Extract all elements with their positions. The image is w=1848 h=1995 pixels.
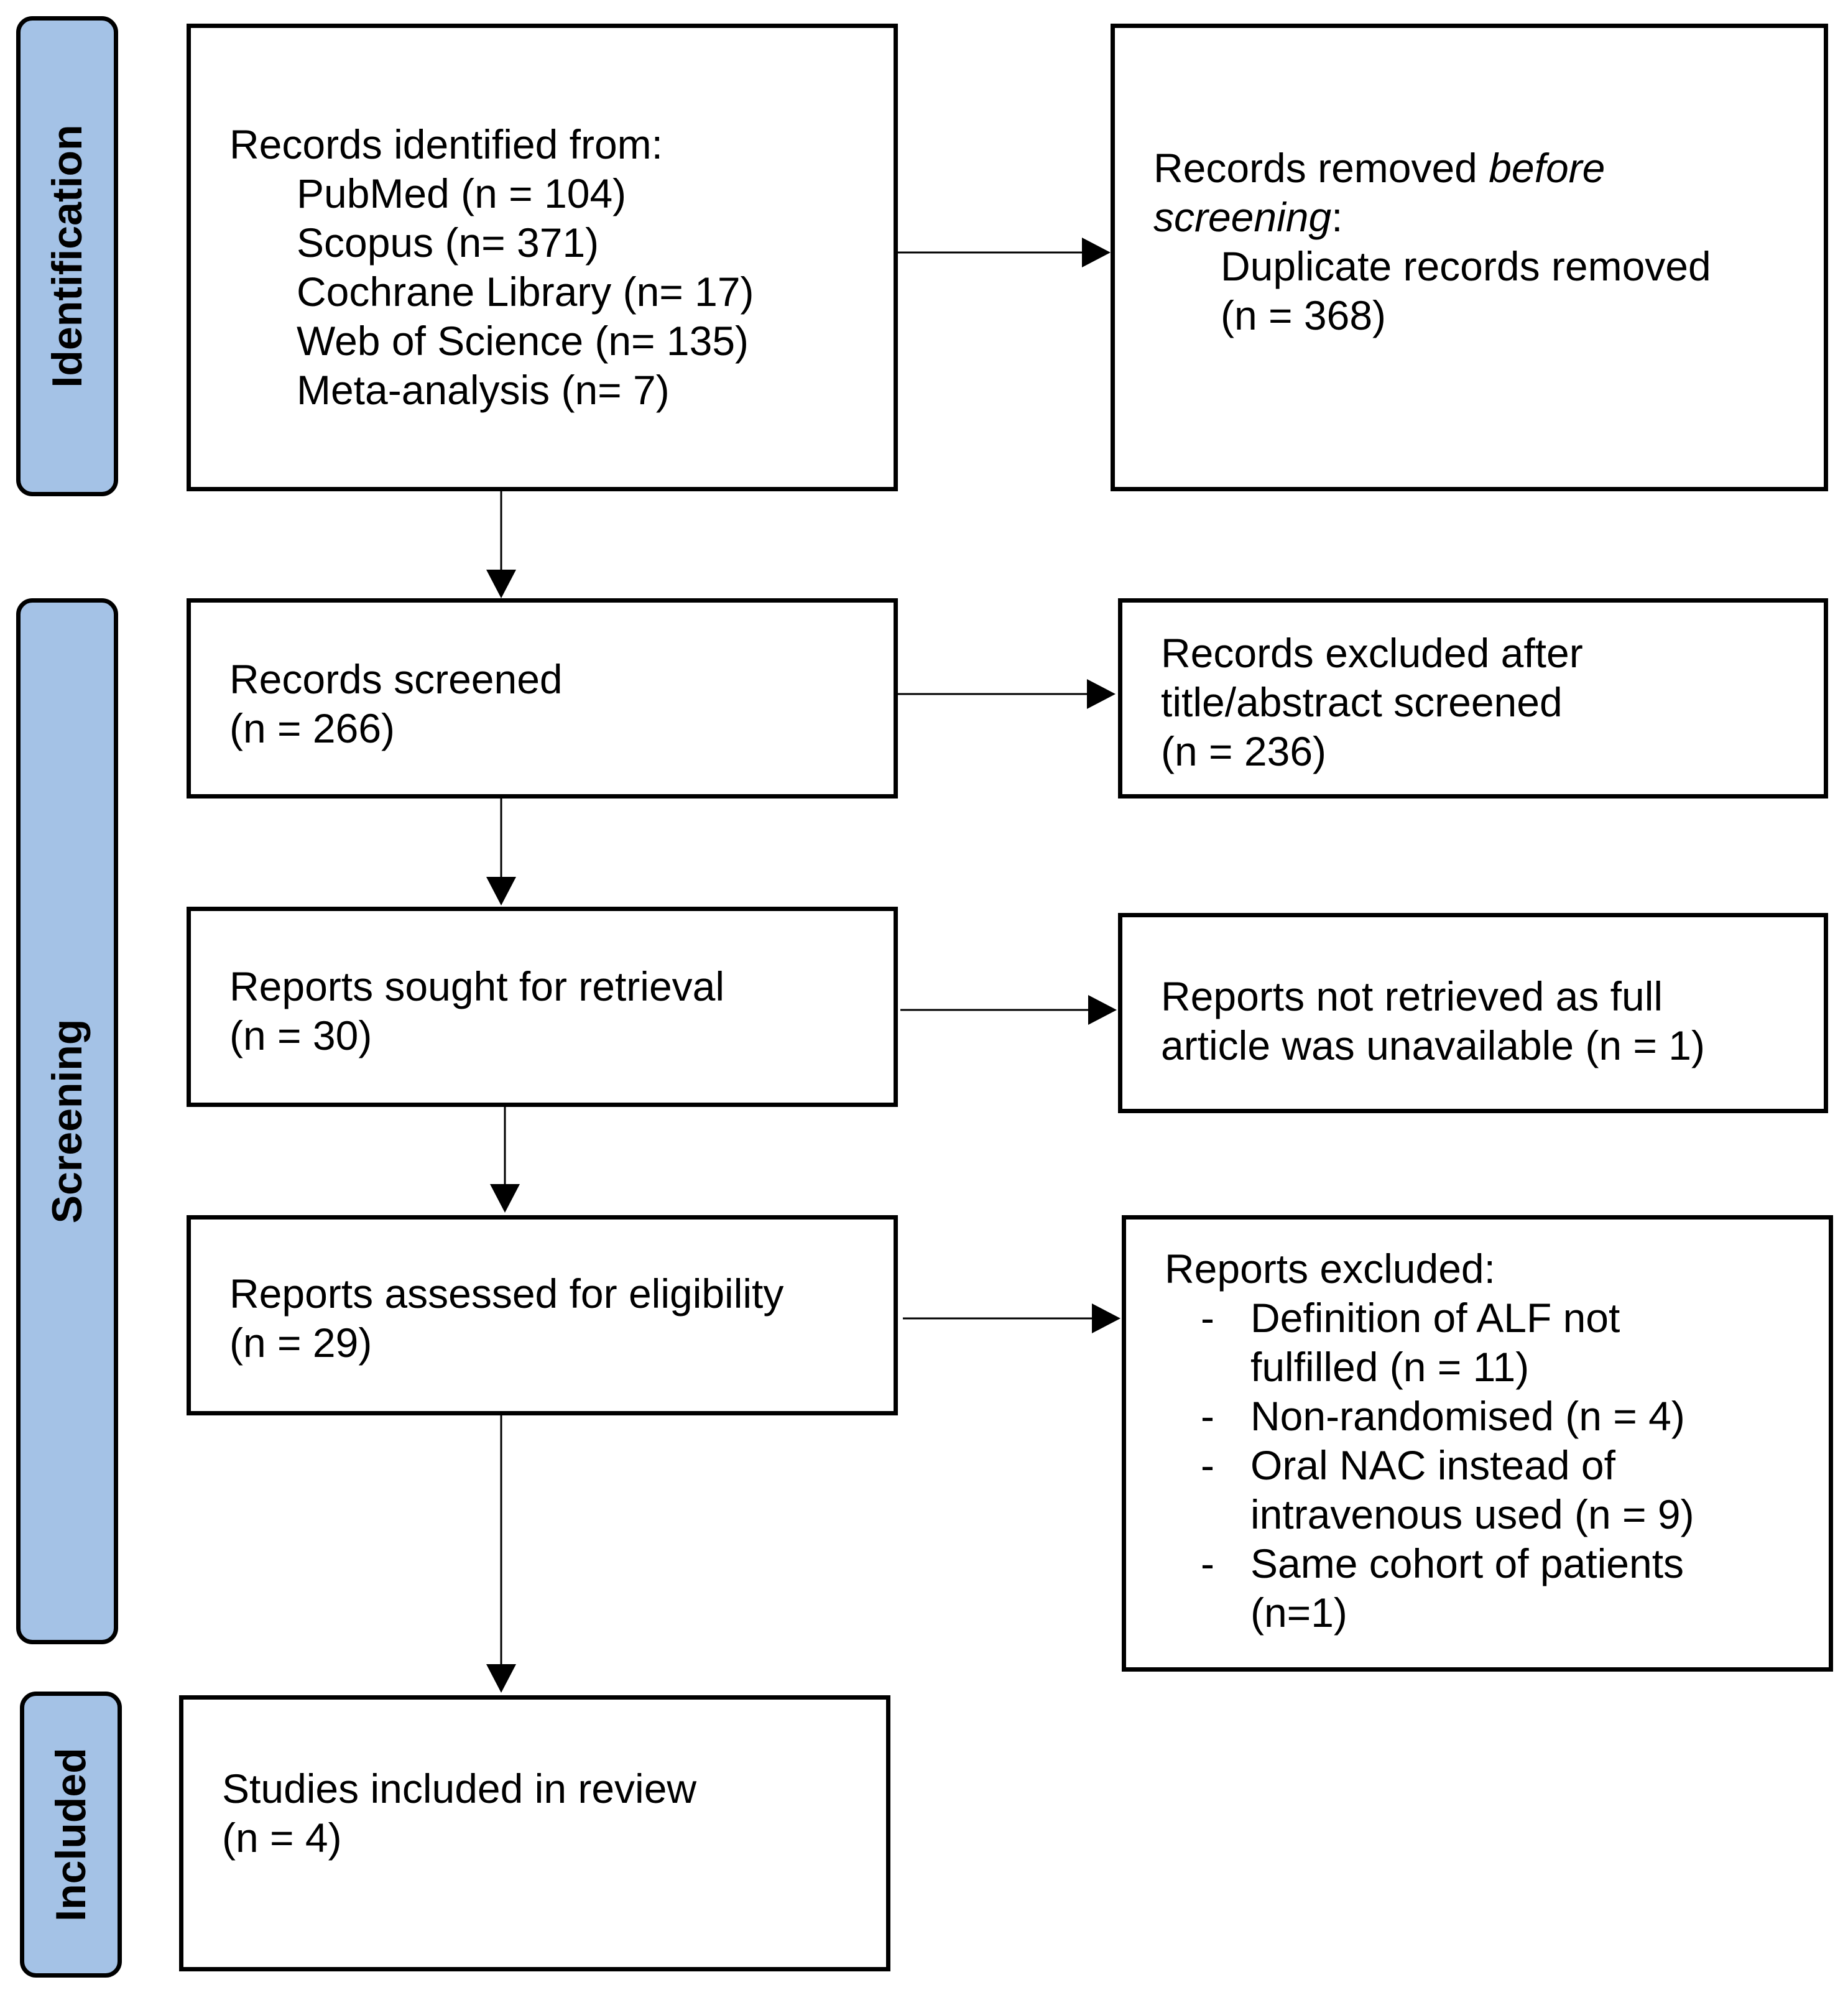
- arrowhead-right: [1082, 238, 1111, 267]
- records-identified-box: Records identified from: PubMed (n = 104…: [187, 24, 898, 491]
- exclusion-item: -Non-randomised (n = 4): [1201, 1393, 1685, 1439]
- stage-included: Included: [20, 1692, 122, 1978]
- arrowhead-down: [486, 1664, 516, 1693]
- exclusion-item: -Oral NAC instead of intravenous used (n…: [1201, 1442, 1694, 1537]
- reports-not-retrieved-box: Reports not retrieved as full article wa…: [1118, 913, 1828, 1113]
- arrowhead-right: [1088, 995, 1117, 1025]
- identified-sources-list: PubMed (n = 104) Scopus (n= 371) Cochran…: [229, 169, 894, 415]
- records-excluded-box: Records excluded after title/abstract sc…: [1118, 598, 1828, 798]
- reports-excluded-heading: Reports excluded:: [1165, 1246, 1495, 1292]
- records-screened-box: Records screened (n = 266): [187, 598, 898, 798]
- exclusion-item: -Definition of ALF not fulfilled (n = 11…: [1201, 1295, 1620, 1390]
- source-scopus: Scopus (n= 371): [297, 220, 599, 266]
- arrowhead-down: [490, 1184, 520, 1213]
- removed-detail: Duplicate records removed (n = 368): [1221, 243, 1711, 338]
- reports-excluded-box: Reports excluded: -Definition of ALF not…: [1122, 1215, 1833, 1672]
- exclusion-item: -Same cohort of patients (n=1): [1201, 1540, 1684, 1636]
- removed-heading: Records removed before: [1153, 145, 1605, 191]
- arrowhead-right: [1087, 679, 1116, 709]
- reports-sought-box: Reports sought for retrieval (n = 30): [187, 907, 898, 1107]
- arrowhead-right: [1092, 1303, 1120, 1333]
- studies-included-box: Studies included in review (n = 4): [179, 1695, 890, 1971]
- stage-identification: Identification: [16, 16, 118, 496]
- stage-screening: Screening: [16, 598, 118, 1644]
- source-web-of-science: Web of Science (n= 135): [297, 318, 749, 364]
- arrowhead-down: [486, 877, 516, 905]
- source-pubmed: PubMed (n = 104): [297, 170, 627, 216]
- source-meta-analysis: Meta-analysis (n= 7): [297, 367, 670, 413]
- source-cochrane: Cochrane Library (n= 17): [297, 269, 754, 315]
- arrowhead-down: [486, 570, 516, 598]
- identified-heading: Records identified from:: [229, 121, 663, 167]
- records-removed-box: Records removed before screening: Duplic…: [1111, 24, 1828, 491]
- reports-assessed-box: Reports assessed for eligibility (n = 29…: [187, 1215, 898, 1415]
